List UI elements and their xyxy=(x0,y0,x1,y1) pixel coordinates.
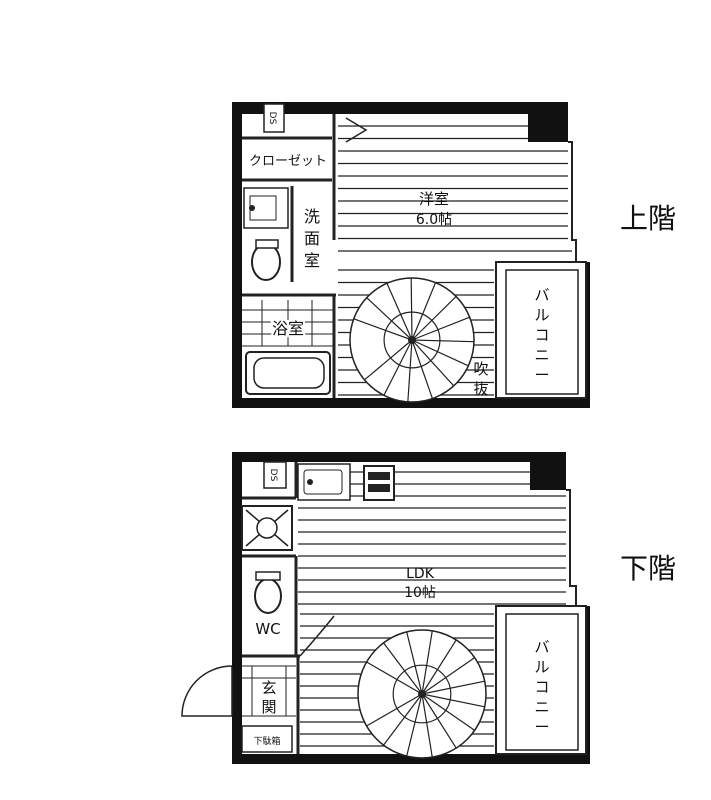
bath-label: 浴室 xyxy=(272,319,304,338)
upper-balcony-label: バ ル コ ニ ー xyxy=(534,286,549,384)
lower-ds-label: DS xyxy=(268,469,278,482)
ldk-name: LDK xyxy=(406,566,435,582)
lower-right-wall-edge xyxy=(566,489,577,606)
lower-outer-walls xyxy=(232,452,590,764)
upper-right-wall-edge xyxy=(568,141,577,262)
lower-balcony-char-3: コ xyxy=(534,678,549,696)
western-room-size: 6.0帖 xyxy=(416,212,452,228)
upper-balcony-inner xyxy=(505,269,579,395)
shoe-box-label: 下駄箱 xyxy=(253,735,280,747)
lower-floor-caption: 下階 xyxy=(620,552,676,585)
lower-balcony-char-4: ニ xyxy=(534,698,549,716)
lower-balcony-char-1: バ xyxy=(534,638,549,656)
upper-toilet-icon xyxy=(251,243,281,281)
entrance-label-2: 関 xyxy=(261,698,276,716)
upper-toilet-tank xyxy=(255,239,279,249)
lower-interior-walls xyxy=(242,462,300,754)
kitchen-stove xyxy=(363,465,395,501)
bath-floor-tiles xyxy=(242,300,334,347)
entrance-floor-grid xyxy=(242,665,296,717)
closet-label: クローゼット xyxy=(249,154,327,169)
stove-burner-1 xyxy=(368,472,390,480)
upper-spiral-staircase xyxy=(349,277,475,403)
upper-floor-caption: 上階 xyxy=(620,202,676,235)
washroom-label-2: 面 xyxy=(304,229,320,248)
bathtub-inner xyxy=(253,357,325,389)
western-room-name: 洋室 xyxy=(419,190,449,208)
lower-balcony-char-2: ル xyxy=(534,658,549,676)
lower-balcony-label: バ ル コ ニ ー xyxy=(534,638,549,736)
upper-balcony-char-3: コ xyxy=(534,326,549,344)
closet-door-swing xyxy=(345,117,368,143)
washroom-label-1: 洗 xyxy=(304,207,320,226)
lower-ds-box xyxy=(263,461,287,489)
stove-burner-2 xyxy=(368,484,390,492)
void-label-1: 吹 xyxy=(473,360,488,378)
entrance-label-1: 玄 xyxy=(261,679,276,697)
appliance-drain xyxy=(256,517,278,539)
lower-balcony-char-5: ー xyxy=(534,718,549,736)
lower-spiral-staircase xyxy=(357,629,487,759)
washroom-label-3: 室 xyxy=(304,251,320,270)
upper-balcony-char-1: バ xyxy=(534,286,549,304)
upper-outer-walls xyxy=(232,102,590,408)
shoe-box xyxy=(241,725,293,753)
upper-balcony-char-5: ー xyxy=(534,366,549,384)
upper-balcony-char-2: ル xyxy=(534,306,549,324)
upper-ds-box xyxy=(263,103,285,133)
entrance-door-swing xyxy=(181,665,233,717)
upper-ds-label: DS xyxy=(267,112,277,125)
void-label-2: 抜 xyxy=(473,380,488,398)
kitchen-sink-basin xyxy=(303,469,343,495)
upper-balcony-char-4: ニ xyxy=(534,346,549,364)
lower-toilet-tank xyxy=(255,571,281,581)
wc-label: WC xyxy=(255,620,280,638)
kitchen-sink-drain xyxy=(307,479,313,485)
lower-balcony-inner xyxy=(505,613,579,751)
ldk-door-swing xyxy=(299,615,335,657)
ldk-size: 10帖 xyxy=(404,585,436,601)
upper-floor-plan: DS クローゼット 洋室 6.0帖 洗 面 室 浴室 xyxy=(232,102,590,408)
washbasin-drain xyxy=(249,205,255,211)
lower-floor-plan: DS WC LDK 10帖 玄 関 xyxy=(181,452,590,764)
lower-toilet-icon xyxy=(254,578,282,614)
